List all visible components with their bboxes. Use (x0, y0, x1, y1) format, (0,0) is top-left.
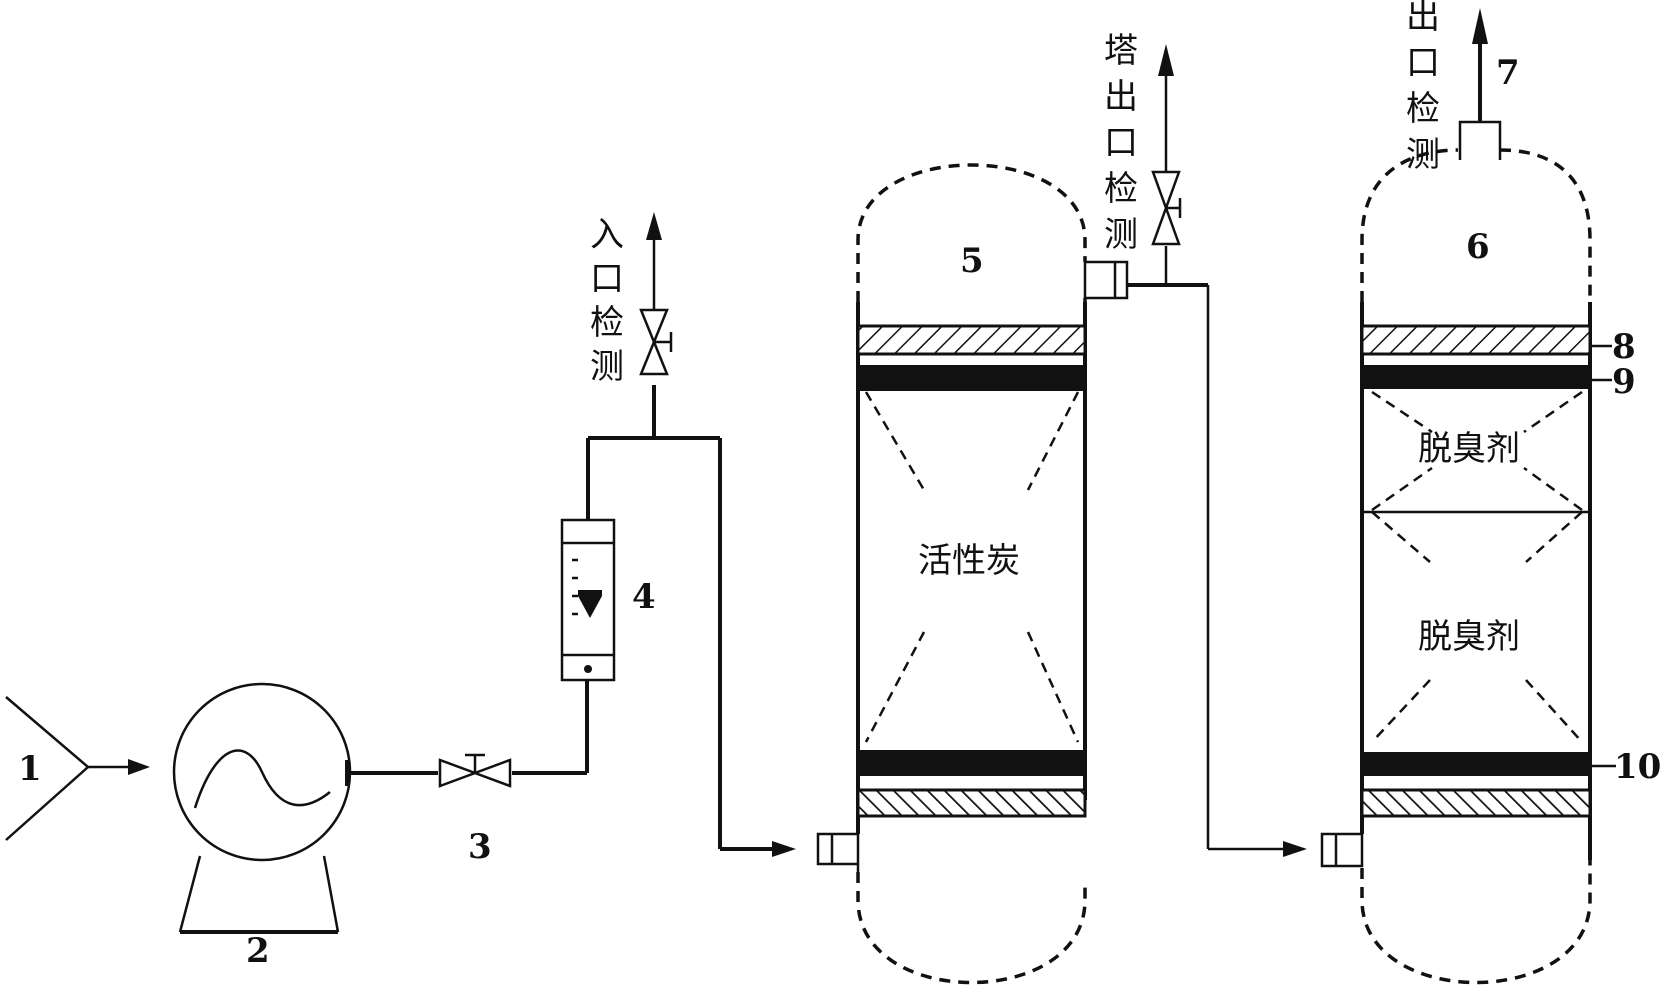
svg-text:入: 入 (590, 215, 624, 255)
inlet-sampling-valve (639, 212, 673, 438)
svg-text:测: 测 (1406, 135, 1440, 175)
flow-arrow-icon (1283, 841, 1307, 857)
svg-text:口: 口 (1406, 43, 1440, 83)
svg-text:测: 测 (1104, 215, 1138, 255)
label-10: 10 (1614, 747, 1661, 787)
label-8: 8 (1612, 327, 1636, 367)
label-9: 9 (1612, 362, 1636, 402)
callout-leaders (1590, 344, 1616, 768)
up-arrow-icon (646, 212, 662, 240)
flow-arrow-icon (128, 759, 150, 775)
svg-text:检: 检 (1104, 169, 1138, 209)
tower-outlet-sampling-valve (1151, 44, 1182, 285)
pipe-tower-5-to-6 (1127, 283, 1307, 857)
gas-inlet-funnel (5, 696, 150, 841)
svg-text:出: 出 (1406, 0, 1440, 37)
activated-carbon-label: 活性炭 (918, 541, 1020, 581)
pipe-fan-to-flowmeter (350, 680, 589, 775)
label-2: 2 (246, 931, 270, 971)
pipe-to-tower-5 (586, 436, 796, 857)
svg-text:塔: 塔 (1104, 31, 1138, 71)
svg-text:口: 口 (1104, 123, 1138, 163)
blower (172, 682, 352, 934)
svg-text:测: 测 (590, 347, 624, 387)
svg-text:口: 口 (590, 259, 624, 299)
up-arrow-icon (1158, 44, 1174, 76)
label-3: 3 (468, 827, 492, 867)
label-1: 1 (18, 749, 42, 789)
label-5: 5 (960, 241, 984, 281)
label-6: 6 (1466, 227, 1490, 267)
svg-text:检: 检 (590, 303, 624, 343)
tower-outlet-detection-label: 塔 出 口 检 测 (1104, 31, 1138, 255)
svg-text:出: 出 (1104, 77, 1138, 117)
up-arrow-icon (1472, 8, 1488, 44)
valve-3 (438, 753, 512, 788)
inlet-detection-label: 入 口 检 测 (590, 215, 624, 387)
label-7: 7 (1496, 53, 1520, 93)
tower-6 (1320, 8, 1592, 985)
deodorant-lower-label: 脱臭剂 (1418, 617, 1520, 657)
flowmeter (560, 518, 616, 682)
svg-text:检: 检 (1406, 89, 1440, 129)
flow-arrow-icon (772, 841, 796, 857)
outlet-detection-label: 出 口 检 测 (1406, 0, 1440, 175)
tower-5 (816, 163, 1129, 985)
deodorant-upper-label: 脱臭剂 (1418, 429, 1520, 469)
label-4: 4 (632, 577, 656, 617)
